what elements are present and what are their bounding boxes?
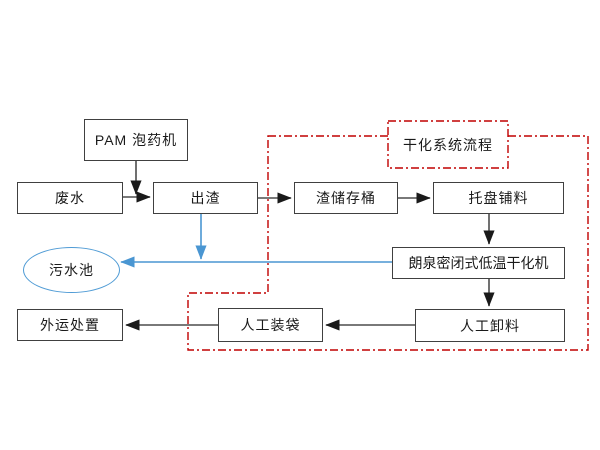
node-label: 污水池 bbox=[49, 262, 94, 278]
node-offsite-disposal: 外运处置 bbox=[17, 309, 123, 341]
node-manual-unloading: 人工卸料 bbox=[415, 309, 565, 342]
node-label: 朗泉密闭式低温干化机 bbox=[408, 255, 549, 271]
node-label: 外运处置 bbox=[40, 317, 100, 333]
node-wastewater: 废水 bbox=[17, 182, 123, 214]
node-tray-spreading: 托盘铺料 bbox=[433, 182, 564, 214]
node-slag-discharge: 出渣 bbox=[153, 182, 258, 214]
node-label: 出渣 bbox=[190, 190, 221, 206]
node-manual-bagging: 人工装袋 bbox=[218, 308, 323, 342]
node-sewage-pool: 污水池 bbox=[23, 247, 120, 293]
node-slag-storage-barrel: 渣储存桶 bbox=[294, 182, 398, 214]
node-label: 废水 bbox=[55, 190, 85, 206]
node-label: 渣储存桶 bbox=[316, 190, 376, 206]
node-label: 托盘铺料 bbox=[468, 190, 529, 206]
node-label: 人工装袋 bbox=[240, 317, 301, 333]
node-label: 人工卸料 bbox=[460, 317, 520, 334]
drying-system-label-box bbox=[387, 120, 509, 169]
drying-system-boundary bbox=[187, 135, 589, 351]
node-dryer: 朗泉密闭式低温干化机 bbox=[392, 247, 565, 279]
drying-system-region-label: 干化系统流程 bbox=[403, 136, 493, 153]
node-pam-dosing-machine: PAM 泡药机 bbox=[84, 119, 188, 161]
node-label: PAM 泡药机 bbox=[94, 132, 178, 148]
